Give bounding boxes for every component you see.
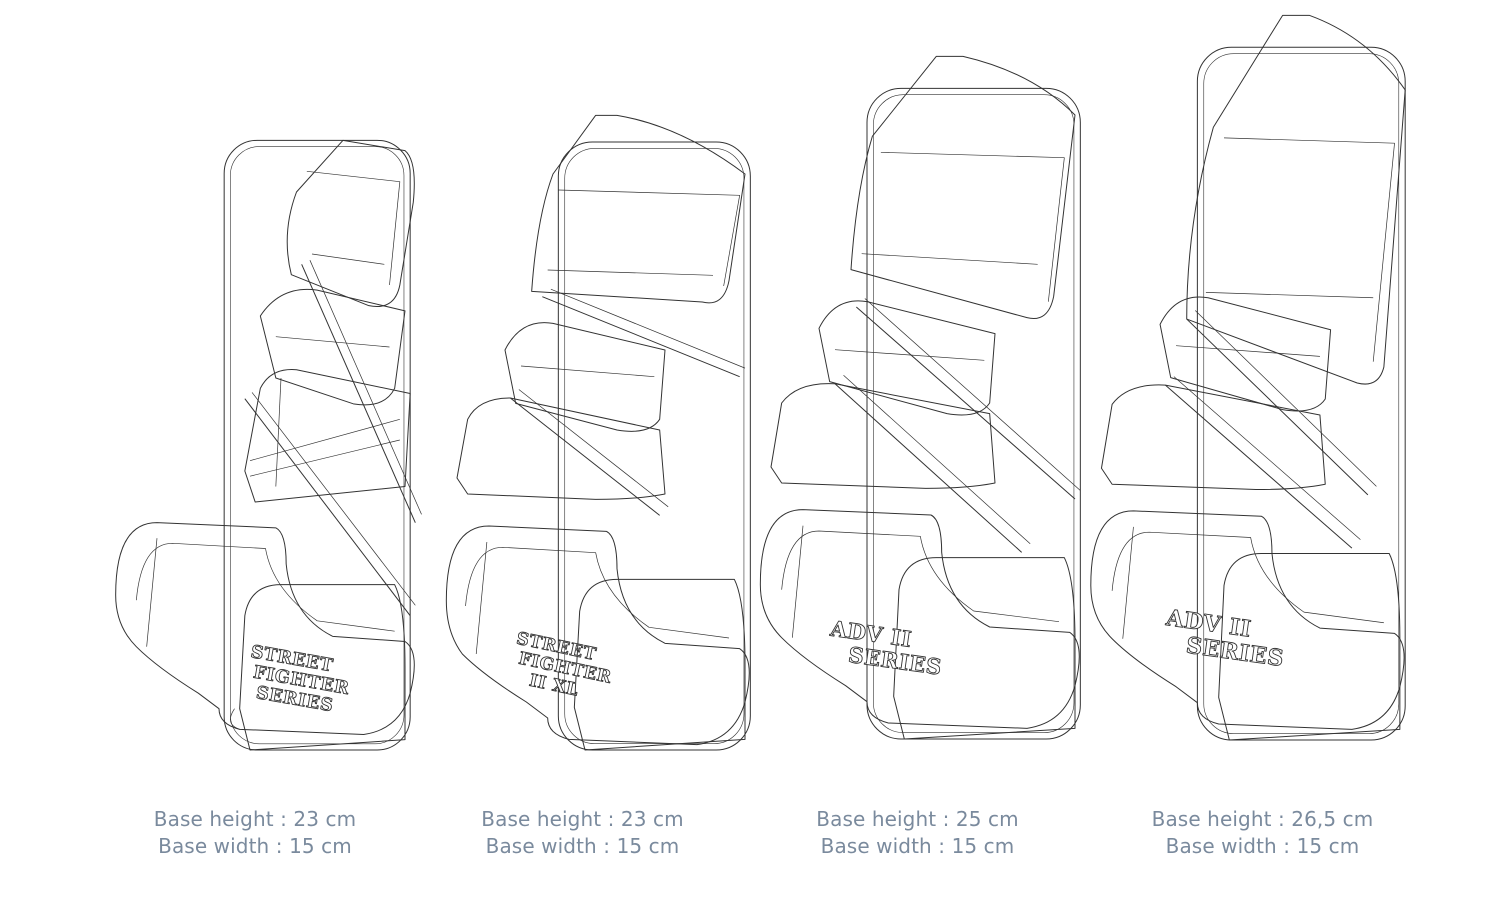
support-arm-2 (542, 297, 739, 377)
toe-clamp-top (287, 140, 414, 306)
base-plate (224, 140, 410, 750)
toe-clamp-top (851, 56, 1075, 318)
base-height-label: Base height : 26,5 cm (1151, 807, 1374, 831)
support-arm-2 (1187, 319, 1368, 495)
base-width-label: Base width : 15 cm (1165, 834, 1360, 858)
boot-stand-drawing-icon: ADV II SERIES (1080, 10, 1400, 740)
support-arm-1 (835, 384, 1022, 553)
series-logo: ADV II SERIES (1163, 604, 1286, 672)
boot-stand-drawing-icon: ADV II SERIES (755, 50, 1075, 740)
series-logo: STREET FIGHTER SERIES (249, 642, 352, 717)
toe-clamp-top (532, 115, 745, 303)
product-adv-ii-25: ADV II SERIES Base height : 25 cm Base w… (755, 0, 1080, 924)
rear-block (894, 558, 1075, 739)
product-adv-ii-26-5: ADV II SERIES Base height : 26,5 cm Base… (1090, 0, 1435, 924)
base-width-label: Base width : 15 cm (158, 834, 352, 858)
heel-cup-lower (245, 370, 410, 502)
rear-block (574, 579, 745, 750)
support-arm-1 (510, 398, 659, 515)
base-height-label: Base height : 23 cm (153, 807, 357, 831)
product-street-fighter: STREET FIGHTER SERIES Base height : 23 c… (90, 0, 420, 924)
boot-stand-drawing-icon: STREET FIGHTER II XL (425, 110, 745, 750)
support-arm-2 (856, 307, 1075, 499)
heel-cup-middle (1160, 297, 1331, 411)
support-arm-1 (1165, 385, 1351, 548)
foot-tray (760, 510, 1079, 729)
base-plate (867, 88, 1080, 739)
toe-clamp-top (1187, 15, 1405, 384)
base-height-label: Base height : 25 cm (816, 807, 1019, 831)
svg-text:SERIES: SERIES (1184, 633, 1285, 672)
series-logo: STREET FIGHTER II XL (514, 628, 614, 701)
heel-cup-lower (771, 384, 995, 489)
series-logo: ADV II SERIES (827, 616, 944, 681)
heel-cup-middle (260, 289, 405, 404)
heel-cup-lower (457, 398, 665, 499)
boot-stand-drawing-icon: STREET FIGHTER SERIES (90, 130, 410, 750)
base-height-label: Base height : 23 cm (481, 807, 684, 831)
foot-tray (446, 526, 749, 745)
dimension-specs: Base height : 23 cm Base width : 15 cm (420, 806, 745, 860)
rear-block (240, 585, 405, 750)
rear-block (1219, 554, 1400, 740)
svg-text:ADV II: ADV II (1164, 605, 1253, 643)
dimension-specs: Base height : 26,5 cm Base width : 15 cm (1090, 806, 1435, 860)
heel-cup-middle (819, 301, 995, 415)
foot-tray (116, 523, 415, 735)
dimension-specs: Base height : 23 cm Base width : 15 cm (90, 806, 420, 860)
dimension-specs: Base height : 25 cm Base width : 15 cm (755, 806, 1080, 860)
foot-tray (1091, 511, 1404, 729)
base-width-label: Base width : 15 cm (820, 834, 1015, 858)
base-width-label: Base width : 15 cm (485, 834, 680, 858)
heel-cup-lower (1101, 385, 1325, 490)
base-plate (1197, 47, 1405, 740)
product-street-fighter-ii-xl: STREET FIGHTER II XL Base height : 23 cm… (420, 0, 745, 924)
base-plate (558, 142, 750, 750)
support-arm-2 (245, 399, 410, 616)
heel-cup-middle (505, 323, 665, 432)
support-arm-1 (302, 264, 416, 522)
